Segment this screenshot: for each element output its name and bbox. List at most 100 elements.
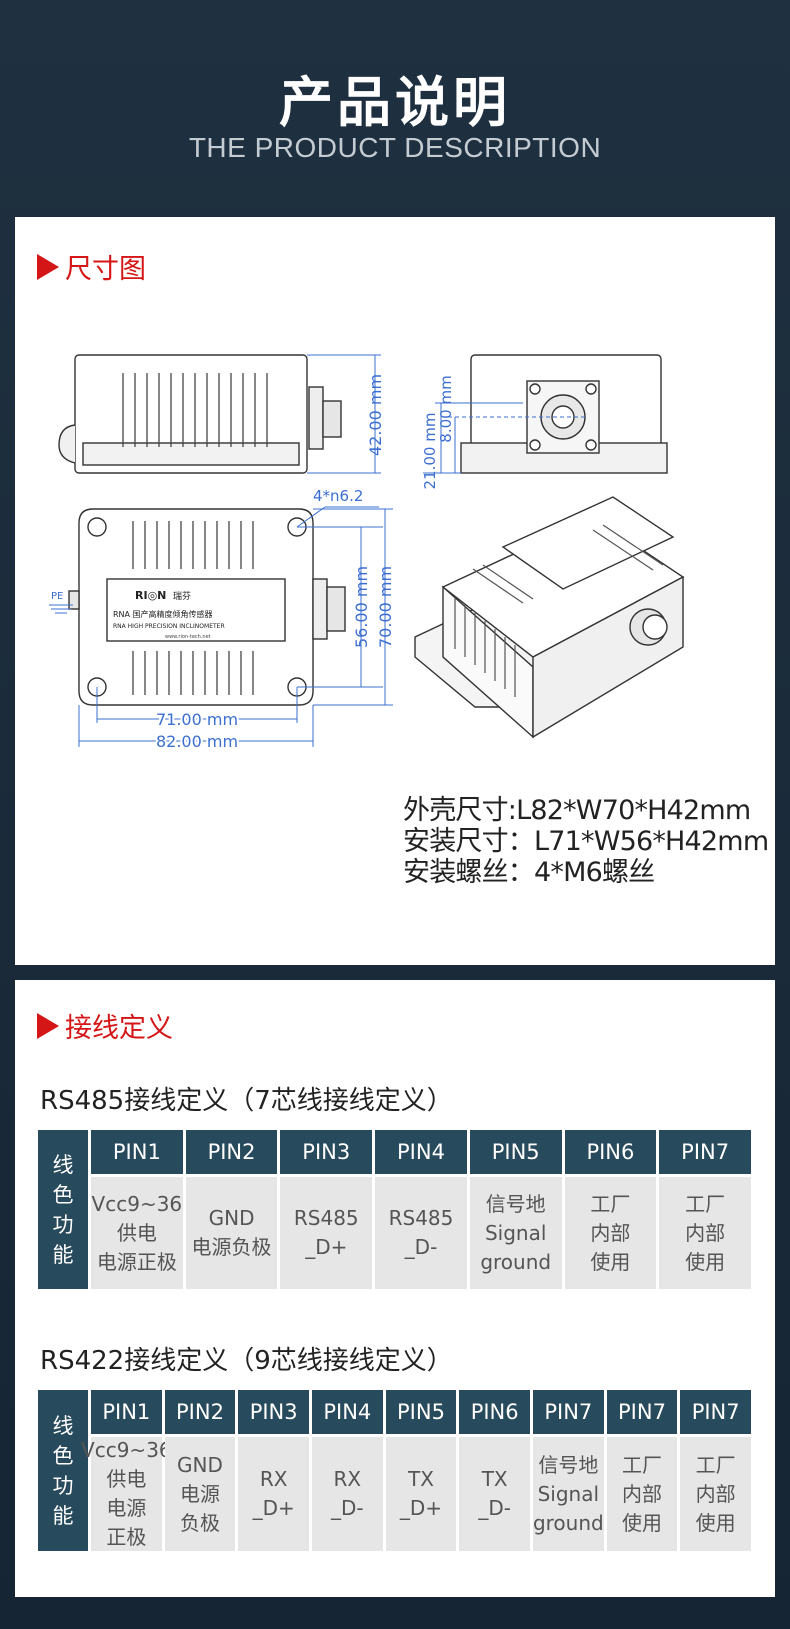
pin-function-line: 电源负极 [191,1235,272,1259]
pin-function-line: Vcc9~36 [81,1438,172,1462]
pin-header: PIN4 [375,1130,467,1174]
pin-function-line: 内部 [695,1481,736,1506]
pin-header: PIN6 [564,1130,657,1174]
pin-header: PIN7 [680,1390,751,1434]
spec-mounting: 安装尺寸：L71*W56*H42mm [403,826,769,857]
pin-header: PIN7 [659,1130,751,1174]
top-view-label-line1: RNA 国产高精度倾角传感器 [113,609,213,619]
pin-function: RS485_D- [375,1177,467,1289]
pin-header: PIN3 [280,1130,373,1174]
pe-label: PE [51,591,63,602]
top-view-brand: RI◎N [135,589,166,602]
l82-label: 82.00 mm [156,732,238,751]
pin-function-line: ground [480,1249,552,1274]
pin-function-line: 工厂 [621,1452,662,1477]
page-title: 产品说明 [279,71,511,134]
l71-label: 71.00 mm [156,710,238,729]
front-dimensions [423,402,588,474]
top-view-label-line3: www.rion-tech.net [165,634,211,640]
side-21-label: 21.00 mm [421,413,439,490]
pin-function-line: RS485 [293,1206,359,1230]
pin-header: PIN4 [312,1390,383,1434]
triangle-bullet-icon [37,253,59,280]
row-header-char: 线 [52,1152,74,1177]
top-view-brand-cn: 瑞芬 [173,590,191,602]
pin-header: PIN6 [459,1390,530,1434]
pin-function-line: Signal [484,1220,547,1245]
pin-function: 工厂内部使用 [606,1437,678,1551]
height-label: 42.00 mm [366,374,385,456]
row-header-char: 色 [52,1443,74,1468]
page-subtitle: THE PRODUCT DESCRIPTION [188,132,602,163]
pin-function-line: 电源 [179,1481,220,1506]
pin-function-line: _D- [331,1496,364,1520]
triangle-bullet-icon [37,1012,59,1039]
pin-function: Vcc9~36 供电电源正极 [81,1437,172,1551]
pin-function-line: RS485 [388,1206,454,1230]
pin-function-line: 信号地 [485,1191,546,1216]
pin-function-line: _D+ [252,1496,295,1520]
pin-function-line: 内部 [590,1220,631,1245]
front-view [460,354,668,474]
row-header-char: 功 [52,1212,74,1237]
side-view [58,354,342,474]
pin-function: 工厂内部使用 [564,1177,657,1289]
pin-function-line: _D- [478,1496,511,1520]
pin-header: PIN1 [91,1390,162,1434]
spec-screws: 安装螺丝：4*M6螺丝 [403,857,655,888]
pin-header: PIN2 [164,1390,236,1434]
row-header-char: 线 [52,1413,74,1438]
row-header-char: 色 [52,1182,74,1207]
w70-label: 70.00 mm [376,566,395,648]
row-header-char: 能 [52,1503,74,1528]
isometric-fins [454,524,664,697]
pin-function-line: 使用 [590,1249,631,1274]
pin-function-line: 电源 [106,1496,147,1520]
pin-function-line: 内部 [621,1481,662,1506]
pin-function-line: _D+ [399,1496,443,1520]
pin-function: TX _D+ [385,1437,457,1551]
pin-function: GND 电源负极 [185,1177,278,1289]
height-dimension [307,354,381,474]
pin-function-line: GND [208,1206,255,1230]
row-header: 线色功能 [38,1390,88,1551]
dimension-heading: 尺寸图 [65,254,146,285]
top-view-label-line2: RNA HIGH PRECISION INCLINOMETER [113,623,225,630]
pin-function-line: TX [408,1467,434,1491]
dimension-card: 尺寸图 42.00 mm [15,217,775,965]
wiring-section-header: 接线定义 [37,1006,173,1045]
spec-housing: 外壳尺寸:L82*W70*H42mm [403,795,751,826]
pin-function-line: 工厂 [590,1191,631,1216]
pin-function: RS485 _D+ [280,1177,373,1289]
side-8-label: 8.00 mm [437,375,455,442]
pin-header: PIN7 [606,1390,678,1434]
pin-function-line: ground [532,1510,604,1535]
ground-icon [49,604,73,614]
pin-function-line: 供电 [116,1220,157,1245]
pin-function-line: 使用 [695,1510,736,1535]
pin-function: 信号地 Signal ground [469,1177,562,1289]
pin-function-line: 使用 [621,1510,662,1535]
pin-function-line: 供电 [106,1467,147,1491]
rs485-title: RS485接线定义（7芯线接线定义） [40,1086,453,1116]
pin-header: PIN5 [385,1390,457,1434]
row-header-char: 能 [52,1242,74,1267]
pin-function: RX_D+ [238,1437,309,1551]
pin-function-line: RX [333,1467,362,1491]
pin-function-line: 正极 [106,1525,147,1549]
pin-function: 工厂内部使用 [659,1177,751,1289]
pin-function: RX _D- [312,1437,383,1551]
rs422-title: RS422接线定义（9芯线接线定义） [40,1346,453,1376]
pin-function-line: 电源正极 [96,1249,177,1274]
pin-function: TX_D- [459,1437,530,1551]
pin-header: PIN3 [238,1390,309,1434]
pin-function-line: _D+ [305,1235,348,1259]
pin-function-line: 负极 [179,1510,220,1535]
side-view-fins [122,373,268,447]
pin-function-line: 内部 [685,1220,726,1245]
dimension-drawing: 42.00 mm 21.00 mm 8.00 mm [49,354,685,753]
pin-header: PIN1 [91,1130,183,1174]
